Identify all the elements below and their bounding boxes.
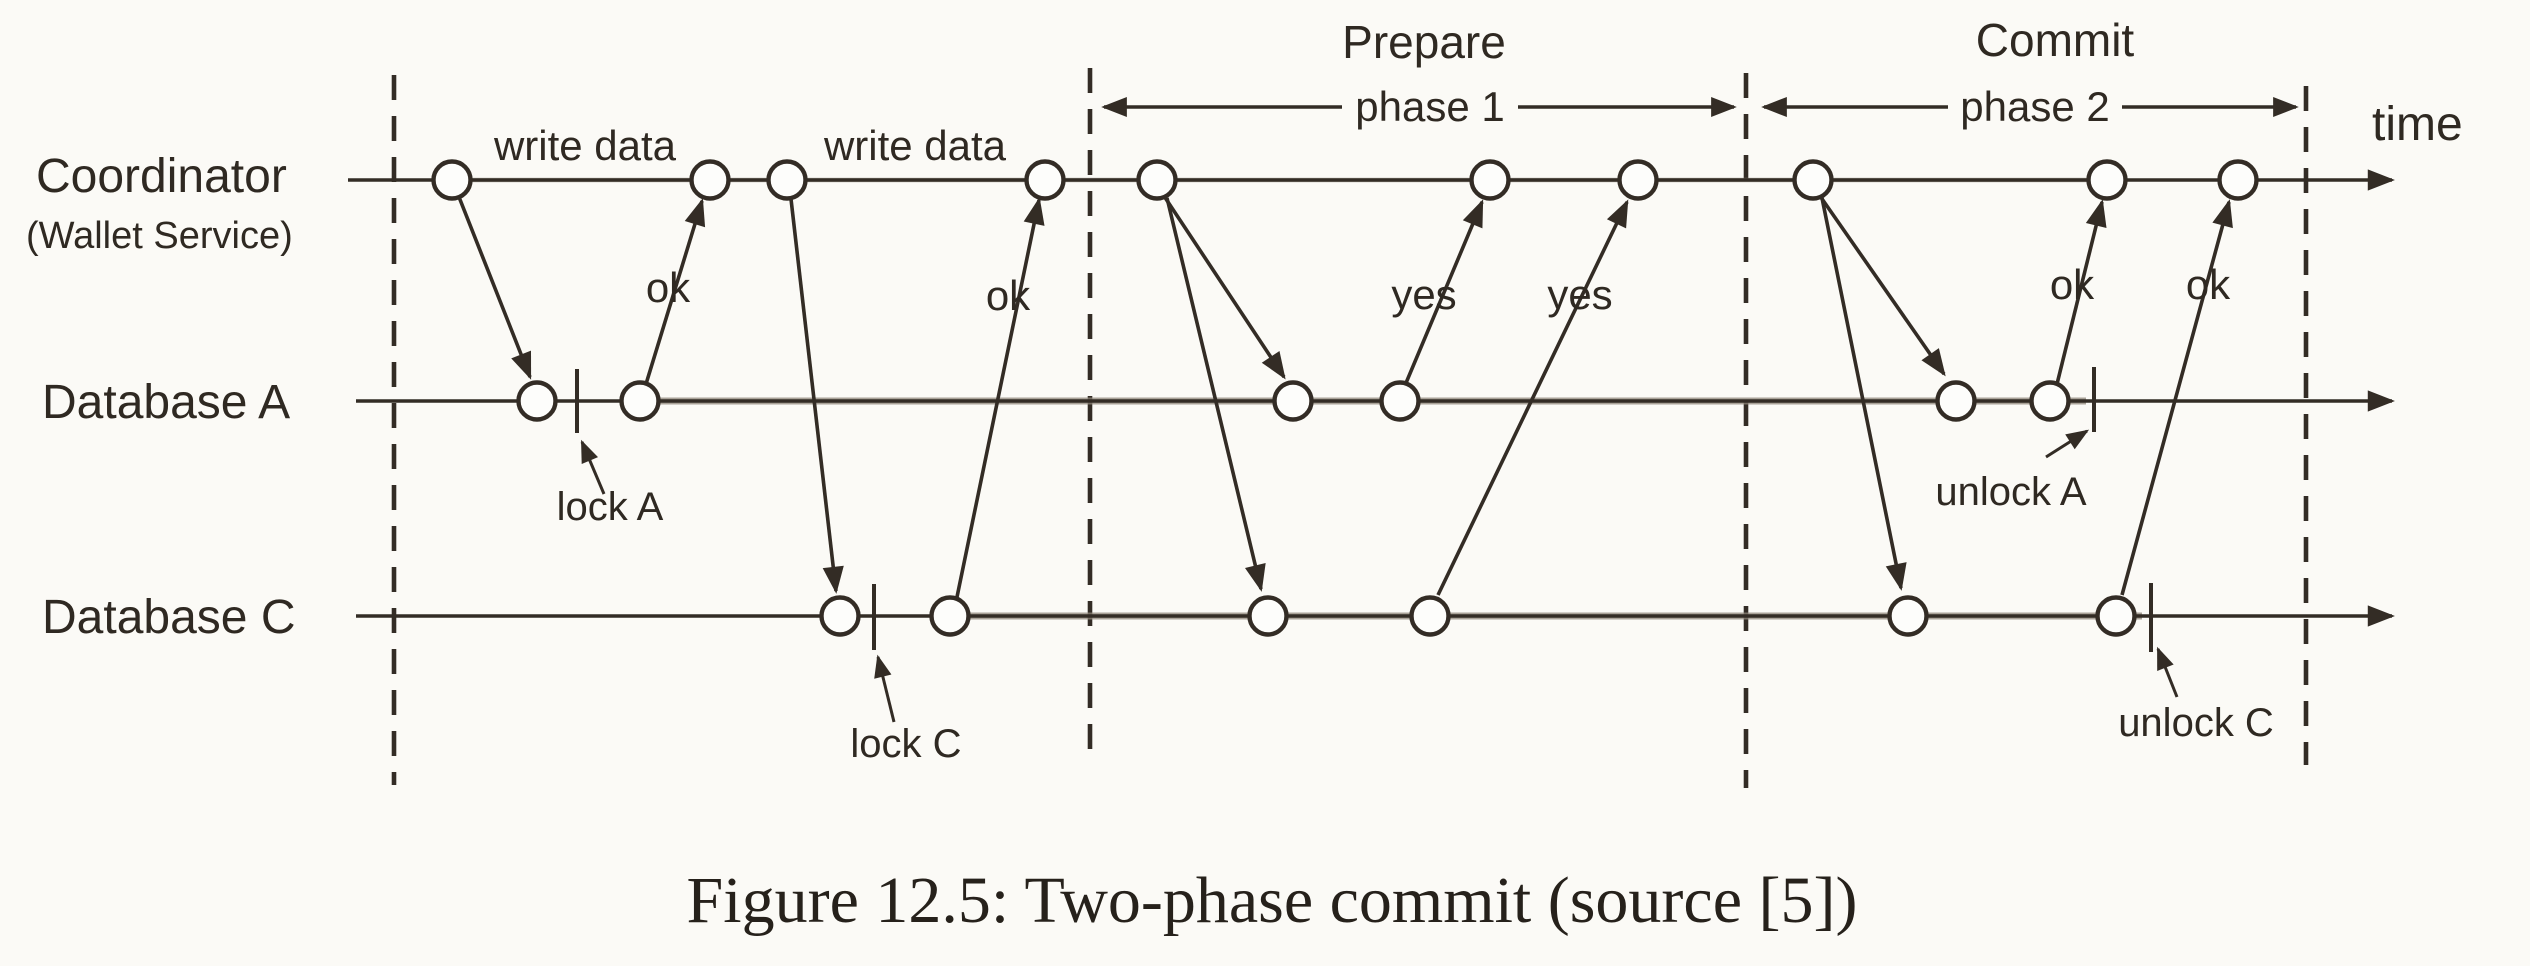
event-node-db-a-3: [1272, 380, 1314, 422]
unlock-c-pointer-arrow: [2156, 646, 2179, 698]
msg-label-write-data-2: write data: [823, 122, 1007, 169]
msg-label-ok-write-1: ok: [646, 264, 691, 311]
msg-arrow-ok-write-a: [644, 198, 706, 385]
event-node-db-a-6: [2029, 380, 2071, 422]
msg-arrow-commit-c: [1820, 197, 1907, 591]
event-node-coordinator-6: [1469, 159, 1511, 201]
event-node-db-c-4: [1409, 595, 1451, 637]
event-node-coordinator-9: [2086, 159, 2128, 201]
event-node-coordinator-8: [1792, 159, 1834, 201]
msg-arrow-yes-c: [1436, 199, 1629, 596]
msg-arrow-ok-commit-c: [2120, 199, 2233, 596]
event-node-coordinator-4: [1024, 159, 1066, 201]
lane-label-database-a: Database A: [42, 376, 290, 429]
figure-caption: Figure 12.5: Two-phase commit (source [5…: [687, 864, 1858, 937]
lock-c-pointer-arrow: [874, 654, 896, 723]
msg-label-ok-write-2: ok: [986, 272, 1031, 319]
msg-arrow-yes-a: [1404, 199, 1484, 384]
event-node-db-a-1: [516, 380, 558, 422]
event-node-db-a-5: [1935, 380, 1977, 422]
time-axis-label: time: [2372, 98, 2463, 151]
event-node-db-a-2: [619, 380, 661, 422]
lane-label-coordinator: Coordinator: [36, 150, 287, 203]
lane-sublabel-wallet-service: (Wallet Service): [26, 215, 293, 257]
unlock-a-pointer-arrow: [2045, 429, 2090, 459]
phase1-title: Prepare: [1342, 16, 1506, 68]
msg-label-yes-c: yes: [1547, 271, 1612, 318]
annotation-lock-a: lock A: [557, 485, 664, 529]
phase1-span-label: phase 1: [1355, 83, 1504, 130]
msg-label-ok-commit-a: ok: [2050, 261, 2095, 308]
annotation-lock-c: lock C: [850, 722, 961, 766]
event-node-coordinator-5: [1136, 159, 1178, 201]
msg-arrow-prepare-c: [1165, 197, 1266, 592]
event-node-db-a-4: [1379, 380, 1421, 422]
event-node-db-c-3: [1247, 595, 1289, 637]
msg-arrow-ok-write-c: [955, 197, 1045, 598]
event-node-coordinator-3: [766, 159, 808, 201]
lane-label-database-c: Database C: [42, 591, 295, 644]
msg-label-yes-a: yes: [1391, 271, 1456, 318]
lock-a-pointer-arrow: [580, 439, 606, 495]
event-node-coordinator-2: [689, 159, 731, 201]
event-node-db-c-6: [2095, 595, 2137, 637]
phase2-span-label: phase 2: [1960, 83, 2109, 130]
msg-arrow-write-data-c: [789, 198, 844, 594]
msg-arrow-prepare-a: [1162, 195, 1286, 380]
msg-arrow-commit-a: [1818, 194, 1946, 377]
event-node-coordinator-1: [431, 159, 473, 201]
event-node-coordinator-10: [2217, 159, 2259, 201]
msg-arrow-ok-commit-a: [2055, 199, 2107, 385]
annotation-unlock-a: unlock A: [1935, 470, 2087, 514]
msg-arrow-write-data-a: [457, 196, 532, 380]
msg-label-ok-commit-c: ok: [2186, 261, 2231, 308]
annotation-unlock-c: unlock C: [2118, 701, 2274, 745]
event-node-db-c-1: [819, 595, 861, 637]
event-node-db-c-2: [929, 595, 971, 637]
event-node-coordinator-7: [1617, 159, 1659, 201]
phase2-title: Commit: [1976, 14, 2135, 66]
event-node-db-c-5: [1887, 595, 1929, 637]
msg-label-write-data-1: write data: [493, 122, 677, 169]
